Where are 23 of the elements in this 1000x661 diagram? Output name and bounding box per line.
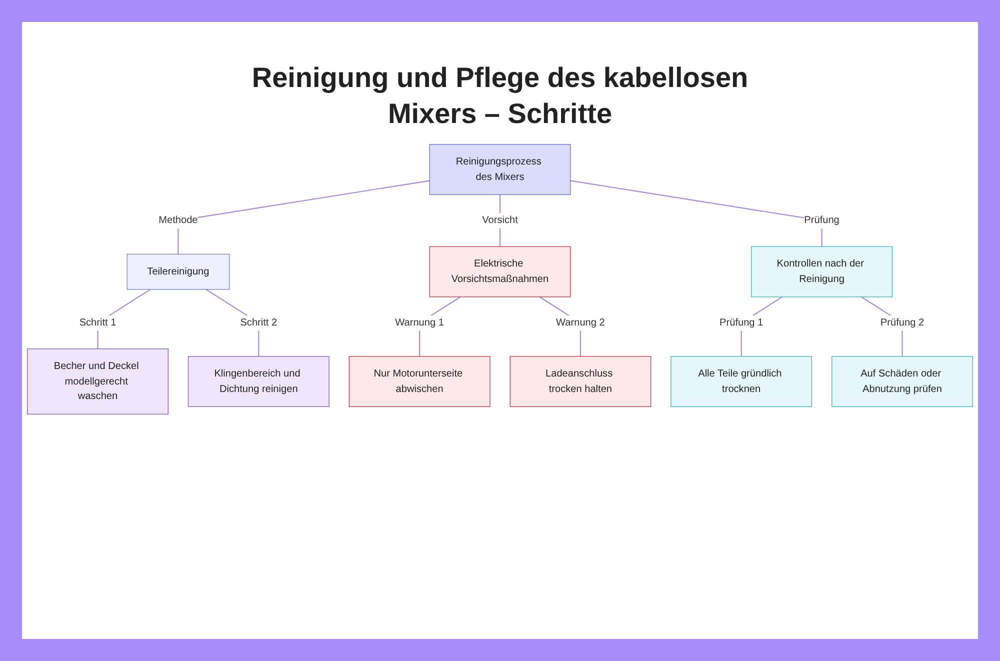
title: Reinigung und Pflege des kabellosen Mixers – Schritte [250, 61, 750, 132]
edge-label: Warnung 2 [556, 316, 605, 328]
node-box [126, 254, 230, 290]
edge-label: Prüfung 1 [720, 316, 764, 328]
edge-label: Vorsicht [482, 214, 518, 226]
node-box [510, 356, 652, 407]
edge-label: Warnung 1 [395, 316, 444, 328]
node-box [188, 356, 330, 407]
node-box [429, 144, 571, 195]
edge-label: Prüfung 2 [880, 316, 924, 328]
flowchart: Methode Vorsicht Prüfung Schritt 1 Schritt 2 Warnung 1 Warnung 2 Prüfung 1 Prüfung 2 Reinigungsprozess des Mixers Teilereinigung Elektrische Vorsichtsmaßnahmen Kontrollen nach der Reinigung Becher und Deckel modellgerecht waschen Klingenbereich und Dichtung reinigen Nur Motorunterseite abwischen Ladeanschluss trocken halten Alle Teile gründlich trocknen Auf Schäden oder Abnutzung prüfen [22, 138, 978, 420]
edge-label: Methode [158, 214, 198, 226]
node-box [27, 348, 168, 414]
node-box [348, 356, 490, 407]
node-box [429, 246, 571, 297]
edge-label: Schritt 1 [79, 316, 116, 328]
node-box [751, 246, 893, 297]
connector [178, 180, 430, 254]
connector [570, 180, 822, 246]
node-box [832, 356, 973, 407]
node-box [670, 356, 812, 407]
edge-label: Schritt 2 [240, 316, 278, 328]
edge-label: Prüfung [804, 214, 840, 226]
